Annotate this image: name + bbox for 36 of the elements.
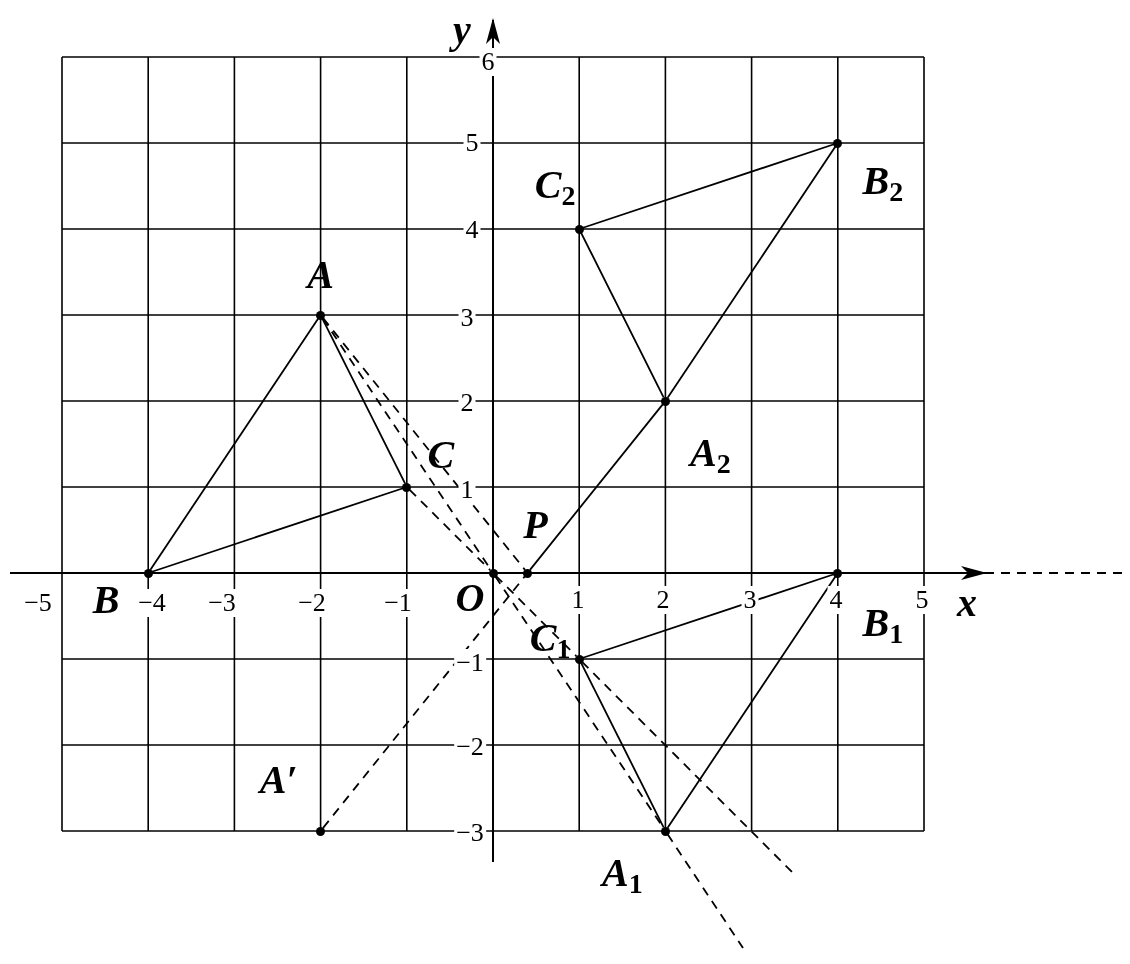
tick-label: 6	[479, 48, 497, 76]
axis-label: x	[955, 582, 978, 624]
point-label: B	[92, 580, 120, 620]
tick-label: −2	[296, 589, 328, 617]
tick-label: −1	[382, 589, 414, 617]
point-label: A$_{1}$	[602, 852, 643, 898]
line-segment	[582, 143, 835, 229]
point-label: B$_{1}$	[862, 602, 904, 648]
dashed-line	[408, 488, 492, 572]
line-segment	[151, 487, 404, 573]
line-segment	[580, 231, 665, 399]
tick-label: −3	[206, 589, 238, 617]
tick-label: 2	[654, 586, 672, 614]
dashed-line	[322, 575, 526, 829]
line-segment	[582, 573, 835, 659]
line-segment	[149, 317, 320, 571]
line-segment	[580, 661, 665, 829]
dashed-line	[666, 833, 744, 949]
axis-label: y	[451, 9, 473, 51]
tick-label: 3	[741, 586, 759, 614]
point-label: C$_{1}$	[529, 617, 571, 663]
point-label: A′	[259, 760, 298, 800]
line-segment	[666, 575, 837, 829]
tick-label: 4	[827, 586, 845, 614]
dashed-line	[322, 317, 526, 571]
point-label: C	[427, 435, 455, 475]
point-label: B$_{2}$	[862, 160, 904, 206]
point-label: C$_{2}$	[534, 164, 576, 210]
point-label: P	[523, 505, 548, 545]
point-label: A$_{2}$	[690, 432, 731, 478]
line-segment	[529, 403, 664, 571]
dashed-line	[494, 574, 578, 658]
point-label: O	[455, 578, 485, 618]
line-segment	[321, 317, 406, 485]
tick-label: −4	[136, 589, 168, 617]
line-segment	[666, 145, 837, 399]
